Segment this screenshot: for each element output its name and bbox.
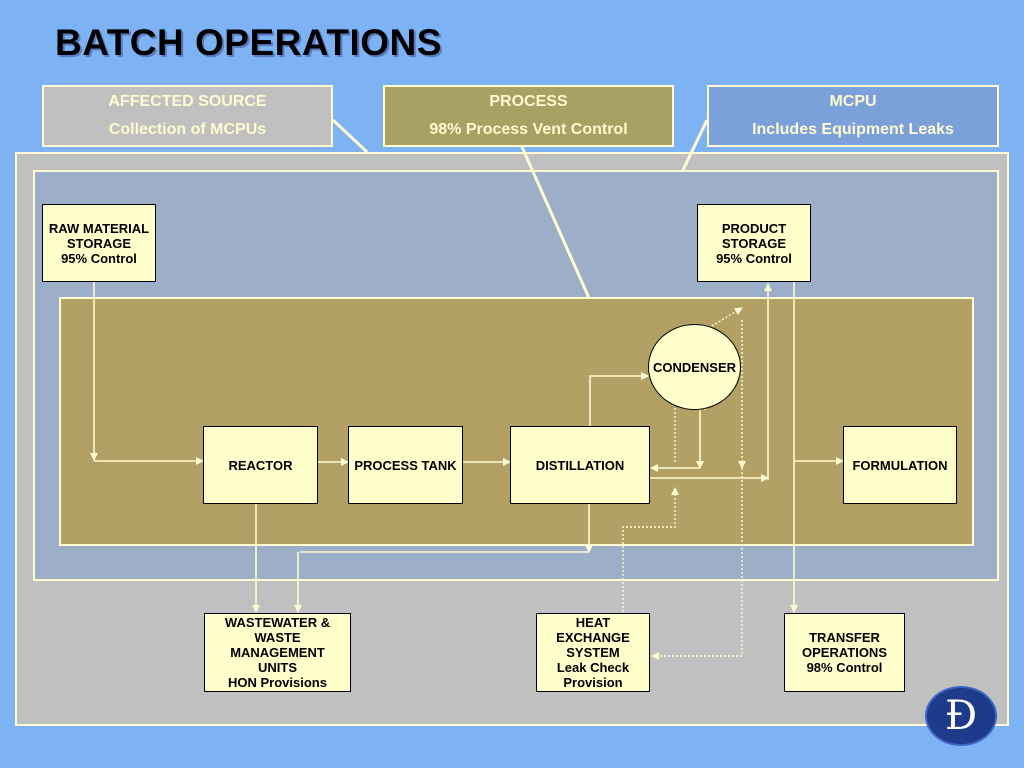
transfer-line-1: TRANSFER (809, 630, 880, 645)
legend-process-text: 98% Process Vent Control (429, 121, 628, 138)
formulation-label: FORMULATION (852, 457, 948, 473)
arrow-distillation-condenser (589, 372, 649, 426)
legend-mcpu-heading: MCPU (829, 93, 877, 110)
heat-line-5: Provision (563, 675, 623, 690)
raw-material-storage-node: RAW MATERIAL STORAGE 95% Control (42, 204, 156, 282)
raw-line-2: STORAGE (66, 235, 132, 251)
condenser-node: CONDENSER (648, 324, 741, 410)
raw-line-1: RAW MATERIAL (48, 220, 150, 236)
process-region (59, 297, 974, 546)
leak-heat-distillation (622, 487, 679, 612)
wastewater-line-4: UNITS (258, 660, 297, 675)
leader-process (520, 146, 591, 299)
transfer-operations-node: TRANSFER OPERATIONS 98% Control (784, 613, 905, 692)
heat-line-1: HEAT (575, 615, 611, 630)
legend-mcpu-text: Includes Equipment Leaks (752, 121, 954, 138)
heat-line-4: Leak Check (556, 660, 630, 675)
logo-glyph: Đ (944, 693, 978, 739)
leak-to-heat-exchange (651, 468, 743, 660)
formulation-node: FORMULATION (843, 426, 957, 504)
raw-line-3: 95% Control (61, 250, 137, 266)
heat-line-3: SYSTEM (566, 645, 620, 660)
distillation-label: DISTILLATION (535, 457, 625, 473)
process-tank-label: PROCESS TANK (354, 457, 457, 473)
legend-mcpu: MCPU Includes Equipment Leaks (707, 85, 999, 147)
condenser-label: CONDENSER (652, 359, 737, 375)
leak-condenser-link (674, 404, 683, 462)
reactor-label: REACTOR (228, 457, 293, 473)
process-tank-node: PROCESS TANK (348, 426, 463, 504)
legend-process: PROCESS 98% Process Vent Control (383, 85, 674, 147)
heat-line-2: EXCHANGE (556, 630, 630, 645)
legend-affected-source: AFFECTED SOURCE Collection of MCPUs (42, 85, 333, 147)
product-line-2: STORAGE (721, 235, 787, 251)
wastewater-line-3: MANAGEMENT (230, 645, 325, 660)
legend-affected-heading: AFFECTED SOURCE (108, 93, 267, 110)
transfer-line-3: 98% Control (806, 660, 883, 675)
leader-affected (331, 118, 369, 154)
wastewater-line-1: WASTEWATER & (224, 615, 331, 630)
wastewater-line-2: WASTE (254, 630, 301, 645)
transfer-line-2: OPERATIONS (802, 645, 887, 660)
wastewater-node: WASTEWATER & WASTE MANAGEMENT UNITS HON … (204, 613, 351, 692)
distillation-node: DISTILLATION (510, 426, 650, 504)
page-title: BATCH OPERATIONS (55, 22, 442, 63)
wastewater-line-5: HON Provisions (228, 675, 327, 690)
product-storage-node: PRODUCT STORAGE 95% Control (697, 204, 811, 282)
product-line-1: PRODUCT (721, 220, 787, 236)
legend-process-heading: PROCESS (489, 93, 568, 110)
leader-mcpu (681, 119, 709, 171)
reactor-node: REACTOR (203, 426, 318, 504)
heat-exchange-node: HEAT EXCHANGE SYSTEM Leak Check Provisio… (536, 613, 650, 692)
legend-affected-text: Collection of MCPUs (108, 121, 267, 138)
d-monogram-logo: Đ (925, 686, 997, 746)
product-line-3: 95% Control (716, 250, 792, 266)
